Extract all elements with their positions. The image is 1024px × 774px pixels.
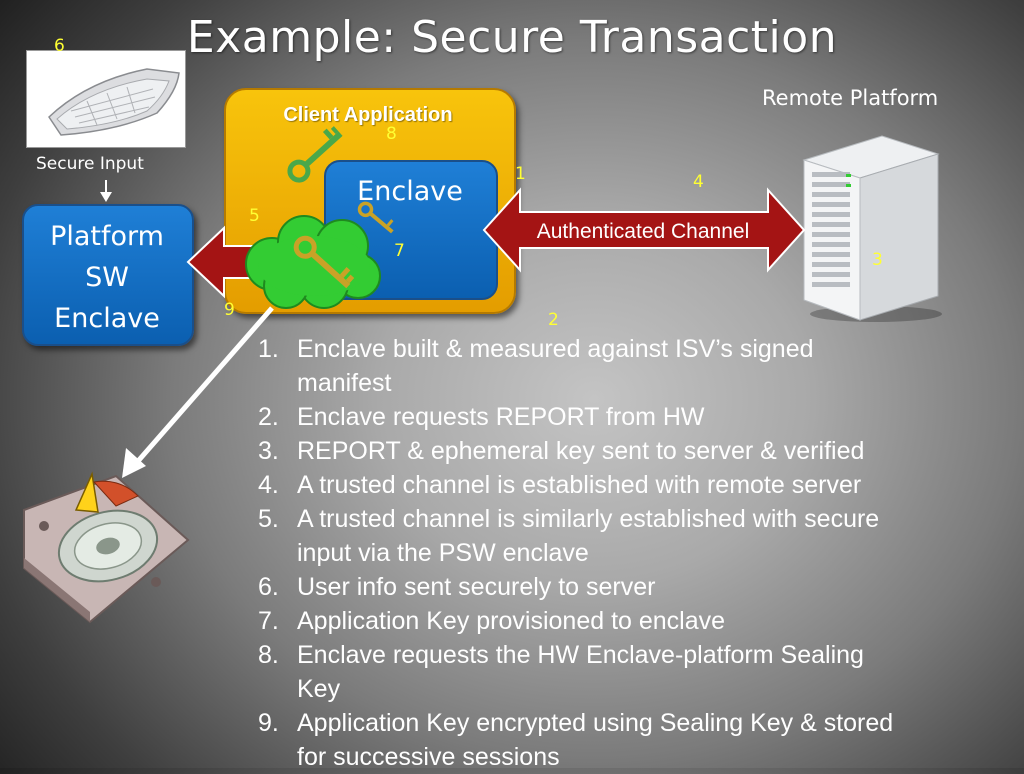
step-number: 7.: [258, 607, 279, 635]
step-item: 2. Enclave requests REPORT from HW: [258, 400, 998, 434]
down-arrow-icon: [100, 180, 112, 202]
authenticated-channel-arrow: [482, 187, 806, 273]
marker-3: 3: [872, 250, 883, 270]
psw-enclave-line-1: Platform: [50, 221, 164, 252]
step-item: 8. Enclave requests the HW Enclave-platfo…: [258, 638, 998, 706]
step-number: 8.: [258, 641, 279, 669]
step-item: 1. Enclave built & measured against ISV’s…: [258, 332, 998, 400]
step-number: 4.: [258, 471, 279, 499]
psw-enclave-box: [22, 204, 194, 346]
step-text: A trusted channel is established with re…: [297, 471, 862, 499]
marker-6: 6: [54, 36, 65, 56]
marker-4: 4: [693, 172, 704, 192]
marker-5: 5: [249, 206, 260, 226]
marker-7: 7: [394, 241, 405, 261]
step-text: REPORT & ephemeral key sent to server & …: [297, 437, 865, 465]
authenticated-channel-label: Authenticated Channel: [536, 220, 750, 243]
step-item: 6. User info sent securely to server: [258, 570, 998, 604]
step-item: 7. Application Key provisioned to enclave: [258, 604, 998, 638]
marker-2: 2: [548, 310, 559, 330]
step-text: Enclave requests the HW Enclave-platform…: [297, 641, 864, 669]
keyboard-icon: [48, 68, 180, 136]
psw-enclave-label: Platform SW Enclave: [22, 216, 192, 339]
client-application-label: Client Application: [283, 104, 453, 126]
step-text: Application Key encrypted using Sealing …: [297, 709, 894, 737]
sealing-arrow: [122, 306, 274, 478]
step-text: Application Key provisioned to enclave: [297, 607, 726, 635]
step-text: input via the PSW enclave: [297, 539, 589, 567]
secure-input-label: Secure Input: [36, 154, 144, 174]
psw-enclave-line-3: Enclave: [54, 303, 160, 334]
steps-list: 1. Enclave built & measured against ISV’s…: [258, 332, 998, 774]
step-text: A trusted channel is similarly establish…: [297, 505, 880, 533]
remote-platform-label: Remote Platform: [762, 86, 939, 110]
step-number: 3.: [258, 437, 279, 465]
step-number: 9.: [258, 709, 279, 737]
key-icon: [357, 201, 394, 234]
step-number: 5.: [258, 505, 279, 533]
slide-title: Example: Secure Transaction: [186, 12, 838, 63]
step-text: Key: [297, 675, 341, 703]
marker-9: 9: [224, 300, 235, 320]
step-item: 4. A trusted channel is established with …: [258, 468, 998, 502]
hard-drive-icon: [23, 471, 190, 624]
marker-8: 8: [386, 124, 397, 144]
key-icon: [293, 235, 355, 289]
step-item: 3. REPORT & ephemeral key sent to server …: [258, 434, 998, 468]
step-text: manifest: [297, 369, 392, 397]
step-item: 9. Application Key encrypted using Sealin…: [258, 706, 998, 774]
keyboard-image: [26, 50, 186, 148]
key-icon: [287, 126, 343, 183]
step-text: Enclave requests REPORT from HW: [297, 403, 705, 431]
step-item: 5. A trusted channel is similarly establi…: [258, 502, 998, 570]
step-number: 6.: [258, 573, 279, 601]
step-number: 1.: [258, 335, 279, 363]
step-number: 2.: [258, 403, 279, 431]
psw-enclave-line-2: SW: [85, 262, 129, 293]
server-tower-icon: [802, 135, 942, 322]
step-text: for successive sessions: [297, 743, 560, 771]
step-text: Enclave built & measured against ISV’s s…: [297, 335, 814, 363]
step-text: User info sent securely to server: [297, 573, 656, 601]
enclave-label: Enclave: [357, 176, 463, 207]
marker-1: 1: [515, 164, 526, 184]
